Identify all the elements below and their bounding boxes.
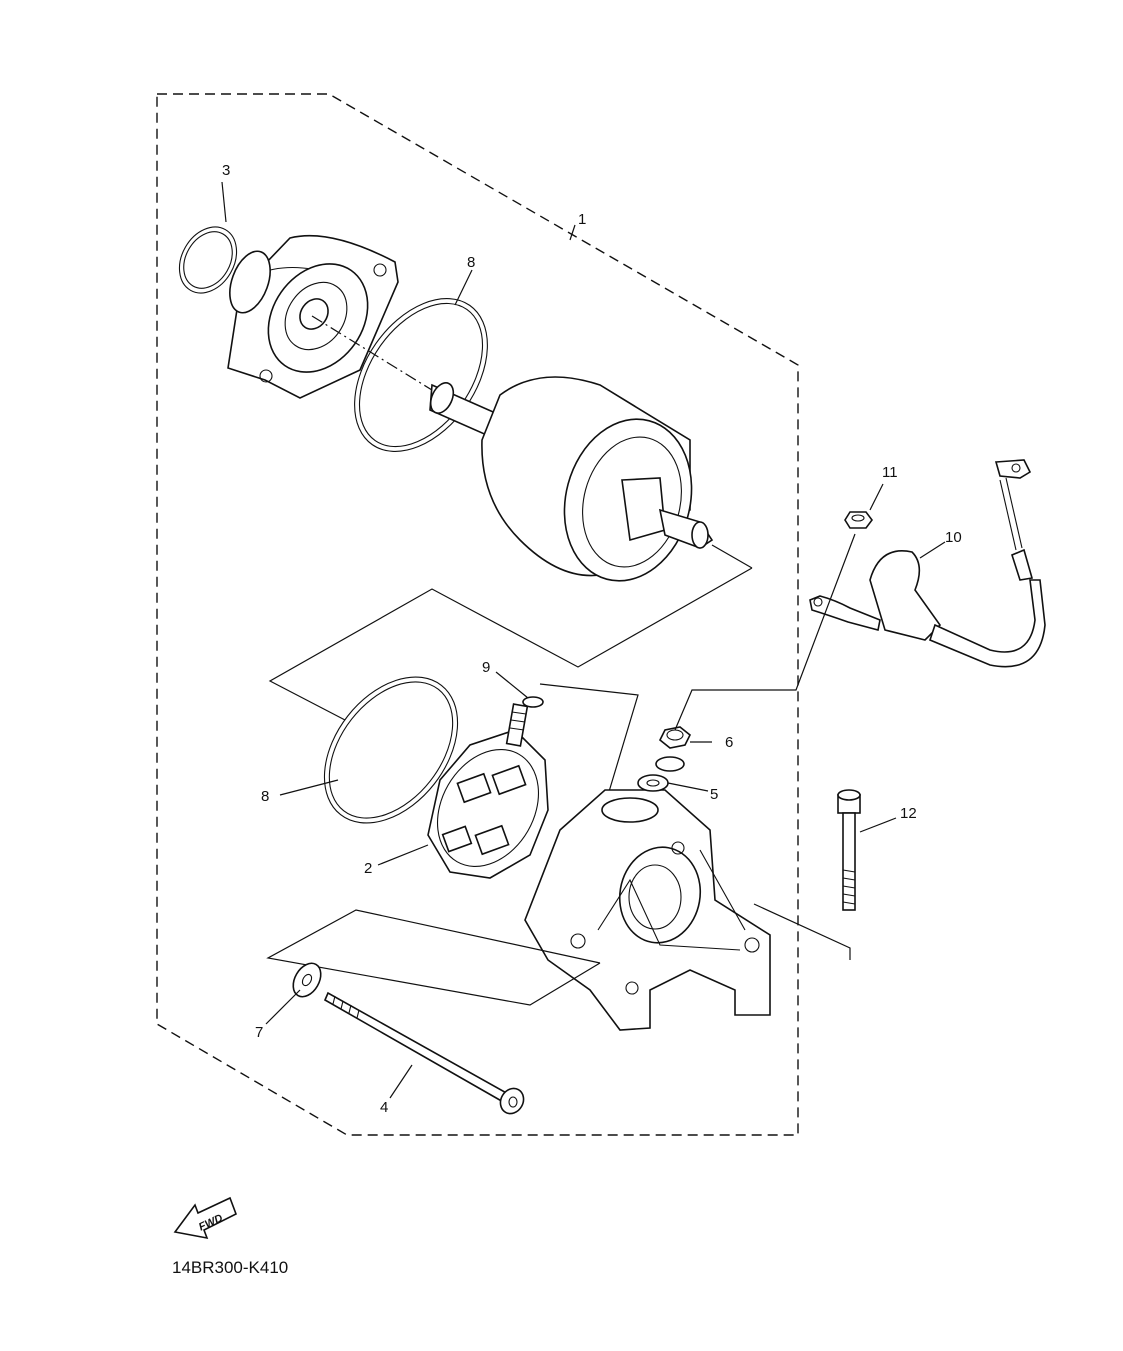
washer-6b bbox=[655, 756, 685, 772]
rear-cover bbox=[524, 789, 771, 1031]
long-bolt-4 bbox=[323, 991, 525, 1115]
assembly-boundary bbox=[156, 93, 799, 1136]
motor-yoke bbox=[429, 376, 753, 582]
mounting-bolt-12 bbox=[837, 789, 861, 911]
callout-8-lower: 8 bbox=[261, 788, 269, 805]
callout-7: 7 bbox=[255, 1024, 263, 1041]
nut-6 bbox=[658, 726, 692, 749]
callout-2: 2 bbox=[364, 860, 372, 877]
fwd-arrow-icon: FWD bbox=[173, 1196, 238, 1240]
callout-10: 10 bbox=[945, 529, 962, 546]
brush-holder-2 bbox=[427, 703, 549, 879]
callout-6: 6 bbox=[725, 734, 733, 751]
callout-8-upper: 8 bbox=[467, 254, 475, 271]
front-cover bbox=[227, 235, 399, 399]
callout-9: 9 bbox=[482, 659, 490, 676]
washer-7 bbox=[292, 962, 322, 998]
callout-5: 5 bbox=[710, 786, 718, 803]
washer-9 bbox=[522, 696, 544, 708]
callout-3: 3 bbox=[222, 162, 230, 179]
callout-1: 1 bbox=[578, 211, 586, 228]
callout-12: 12 bbox=[900, 805, 917, 822]
diagram-code: 14BR300-K410 bbox=[172, 1258, 288, 1277]
washer-5 bbox=[637, 774, 669, 792]
starter-cable-10 bbox=[809, 459, 1046, 668]
callout-11: 11 bbox=[882, 464, 898, 481]
nut-11 bbox=[844, 511, 873, 529]
o-ring-3 bbox=[178, 226, 238, 294]
callout-4: 4 bbox=[380, 1099, 388, 1116]
o-ring-8-lower bbox=[323, 676, 459, 824]
